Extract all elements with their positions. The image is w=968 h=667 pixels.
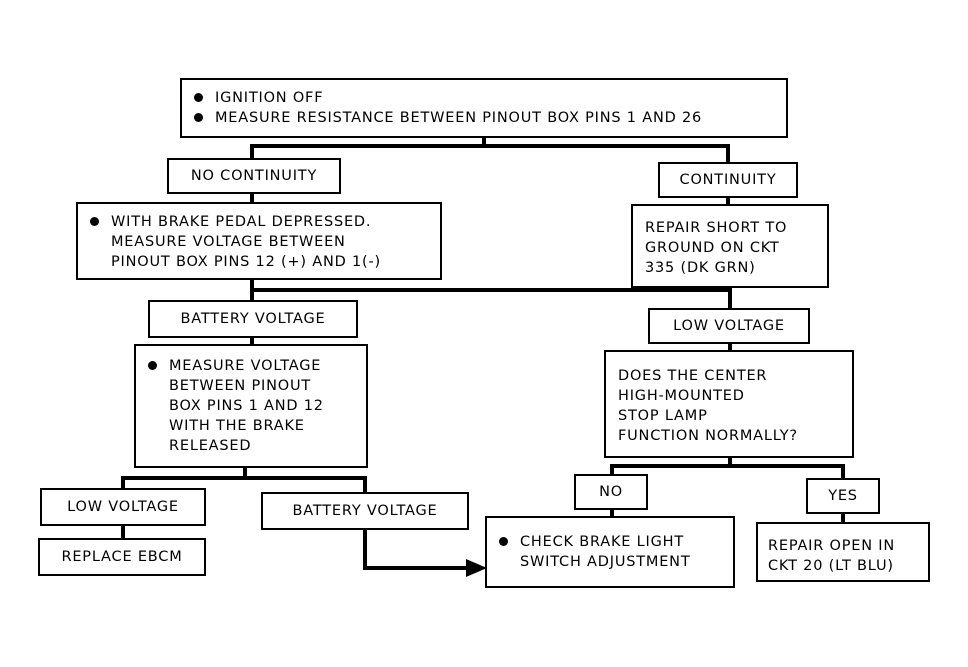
low-voltage-box-lower: LOW VOLTAGE bbox=[40, 488, 206, 526]
bullet-icon bbox=[194, 93, 203, 102]
start-text-2: MEASURE RESISTANCE BETWEEN PINOUT BOX PI… bbox=[215, 110, 703, 126]
bullet-icon bbox=[499, 537, 508, 546]
battery-voltage-box-upper: BATTERY VOLTAGE bbox=[148, 300, 358, 338]
start-text-1: IGNITION OFF bbox=[215, 90, 324, 106]
repair-open-text-1: REPAIR OPEN IN bbox=[768, 538, 896, 554]
measure-released-text-3: BOX PINS 1 AND 12 bbox=[169, 398, 324, 414]
brake-depressed-text-1: WITH BRAKE PEDAL DEPRESSED. bbox=[111, 214, 372, 230]
start-step-box: IGNITION OFF MEASURE RESISTANCE BETWEEN … bbox=[180, 78, 788, 138]
start-line-1: IGNITION OFF bbox=[194, 88, 776, 108]
continuity-label: CONTINUITY bbox=[679, 172, 777, 188]
center-lamp-text-3: STOP LAMP bbox=[618, 408, 708, 424]
center-lamp-text-2: HIGH-MOUNTED bbox=[618, 388, 745, 404]
low-voltage-label-lower: LOW VOLTAGE bbox=[67, 499, 179, 515]
battery-voltage-label-lower: BATTERY VOLTAGE bbox=[292, 503, 438, 519]
brake-depressed-line-1: WITH BRAKE PEDAL DEPRESSED. bbox=[90, 212, 430, 232]
bullet-icon bbox=[148, 361, 157, 370]
measure-released-text-2: BETWEEN PINOUT bbox=[169, 378, 312, 394]
repair-short-box: REPAIR SHORT TO GROUND ON CKT 335 (DK GR… bbox=[631, 204, 829, 288]
repair-short-text-1: REPAIR SHORT TO bbox=[645, 220, 788, 236]
check-switch-line-1: CHECK BRAKE LIGHT bbox=[499, 532, 723, 552]
repair-short-text-2: GROUND ON CKT bbox=[645, 240, 780, 256]
center-lamp-question-box: DOES THE CENTER HIGH-MOUNTED STOP LAMP F… bbox=[604, 350, 854, 458]
bullet-icon bbox=[90, 217, 99, 226]
no-answer-label: NO bbox=[599, 484, 623, 500]
no-answer-box: NO bbox=[574, 474, 648, 510]
yes-answer-box: YES bbox=[806, 478, 880, 514]
measure-released-text-5: RELEASED bbox=[169, 438, 252, 454]
check-switch-step-box: CHECK BRAKE LIGHT SWITCH ADJUSTMENT bbox=[485, 516, 735, 588]
replace-ebcm-box: REPLACE EBCM bbox=[38, 538, 206, 576]
battery-voltage-box-lower: BATTERY VOLTAGE bbox=[261, 492, 469, 530]
yes-answer-label: YES bbox=[828, 488, 858, 504]
low-voltage-label-right: LOW VOLTAGE bbox=[673, 318, 785, 334]
brake-depressed-text-3: PINOUT BOX PINS 12 (+) AND 1(-) bbox=[111, 254, 382, 270]
start-line-2: MEASURE RESISTANCE BETWEEN PINOUT BOX PI… bbox=[194, 108, 776, 128]
measure-released-text-1: MEASURE VOLTAGE bbox=[169, 358, 322, 374]
repair-open-box: REPAIR OPEN IN CKT 20 (LT BLU) bbox=[756, 522, 930, 582]
measure-released-text-4: WITH THE BRAKE bbox=[169, 418, 305, 434]
bullet-icon bbox=[194, 113, 203, 122]
repair-open-text-2: CKT 20 (LT BLU) bbox=[768, 558, 894, 574]
check-switch-text-1: CHECK BRAKE LIGHT bbox=[520, 534, 685, 550]
no-continuity-label: NO CONTINUITY bbox=[190, 168, 318, 184]
continuity-box: CONTINUITY bbox=[658, 162, 798, 198]
battery-voltage-label-upper: BATTERY VOLTAGE bbox=[180, 311, 326, 327]
check-switch-text-2: SWITCH ADJUSTMENT bbox=[520, 554, 691, 570]
brake-depressed-text-2: MEASURE VOLTAGE BETWEEN bbox=[111, 234, 346, 250]
no-continuity-box: NO CONTINUITY bbox=[167, 158, 341, 194]
center-lamp-text-1: DOES THE CENTER bbox=[618, 368, 768, 384]
replace-ebcm-label: REPLACE EBCM bbox=[61, 549, 183, 565]
center-lamp-text-4: FUNCTION NORMALLY? bbox=[618, 428, 798, 444]
measure-released-line-1: MEASURE VOLTAGE bbox=[148, 356, 356, 376]
measure-released-step-box: MEASURE VOLTAGE BETWEEN PINOUT BOX PINS … bbox=[134, 344, 368, 468]
low-voltage-box-right: LOW VOLTAGE bbox=[648, 308, 810, 344]
brake-depressed-step-box: WITH BRAKE PEDAL DEPRESSED. MEASURE VOLT… bbox=[76, 202, 442, 280]
repair-short-text-3: 335 (DK GRN) bbox=[645, 260, 756, 276]
